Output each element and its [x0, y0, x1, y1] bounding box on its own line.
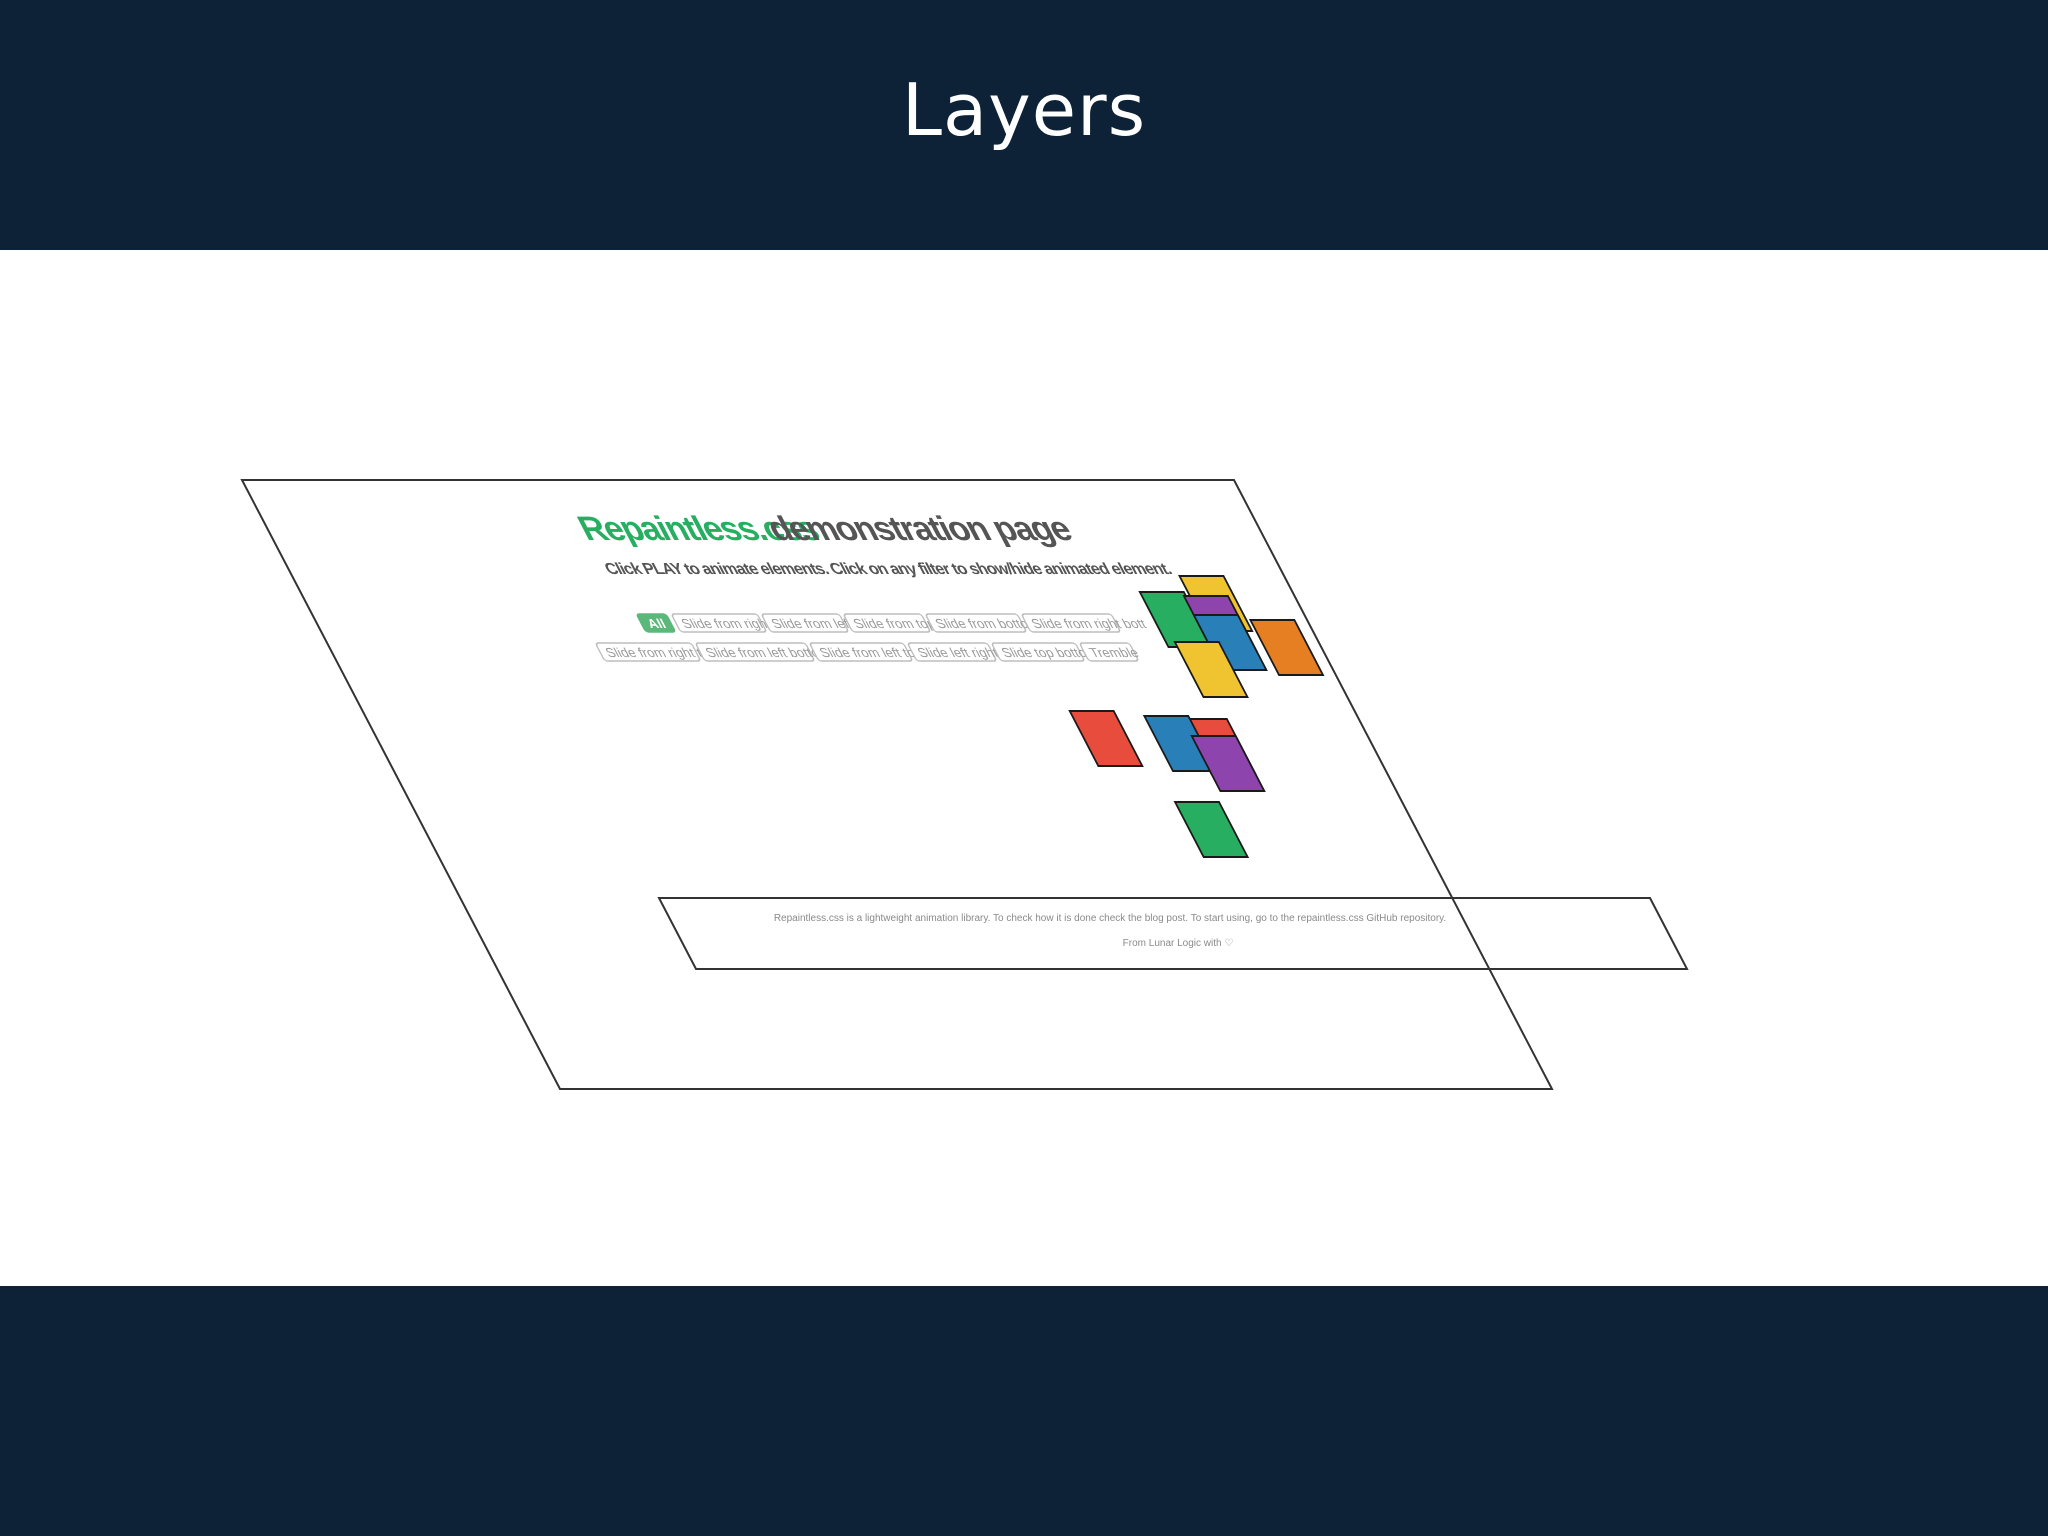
tile-green	[1173, 801, 1250, 858]
filter-chip[interactable]	[595, 642, 701, 662]
filter-chip[interactable]	[925, 613, 1027, 633]
filter-bar-row-2: Slide from right top Slide from left bot…	[595, 642, 1142, 662]
footer-description: Repaintless.css is a lightweight animati…	[774, 913, 1446, 924]
filter-label: Slide from right top	[602, 645, 719, 660]
filter-chip[interactable]	[809, 642, 913, 662]
brand-title: Repaintless.css	[571, 509, 826, 547]
page-layer: Repaintless.css demonstration page Click…	[240, 479, 1554, 1090]
slide-stage	[0, 250, 2048, 1286]
filter-chip[interactable]	[991, 642, 1085, 662]
filter-label: Slide from left bottom	[702, 645, 833, 660]
filter-label: Slide top bottom	[998, 645, 1100, 660]
filter-label: Slide left right	[914, 645, 1001, 660]
filter-label: Slide from right bott	[1028, 616, 1149, 631]
tile-yellow	[1173, 641, 1249, 698]
filter-bar-row-1: All Slide from right Slide from left Sli…	[636, 613, 1149, 633]
filter-chip[interactable]	[907, 642, 997, 662]
filter-chip[interactable]	[843, 613, 931, 633]
footer-layer-plane	[657, 897, 1689, 970]
animated-tiles	[1068, 575, 1325, 858]
tile-purple	[1190, 735, 1266, 792]
filter-label: All	[644, 616, 668, 631]
footer-credit: From Lunar Logic with ♡	[1123, 938, 1234, 949]
filter-label: Tremble	[1086, 645, 1141, 660]
filter-chip[interactable]	[695, 642, 815, 662]
filter-chip[interactable]	[1079, 642, 1139, 662]
filter-label: Slide from bottom	[932, 616, 1042, 631]
slide-header: Layers	[0, 0, 2048, 250]
filter-chip[interactable]	[671, 613, 767, 633]
page-layer-plane	[240, 479, 1554, 1090]
footer-layer: Repaintless.css is a lightweight animati…	[657, 897, 1689, 970]
filter-label: Slide from left top	[816, 645, 925, 660]
slide-title: Layers	[901, 68, 1147, 152]
tile-red	[1068, 710, 1144, 767]
filter-chip[interactable]	[1021, 613, 1121, 633]
slide-footer	[0, 1286, 2048, 1536]
filter-label: Slide from top	[850, 616, 938, 631]
filter-chip[interactable]	[761, 613, 849, 633]
filter-chip-all[interactable]	[636, 613, 676, 633]
filter-label: Slide from right	[678, 616, 773, 631]
demo-heading: demonstration page	[760, 509, 1078, 547]
tile-orange	[1248, 619, 1325, 676]
filter-label: Slide from left	[768, 616, 855, 631]
demo-subtitle: Click PLAY to animate elements. Click on…	[601, 560, 1175, 578]
